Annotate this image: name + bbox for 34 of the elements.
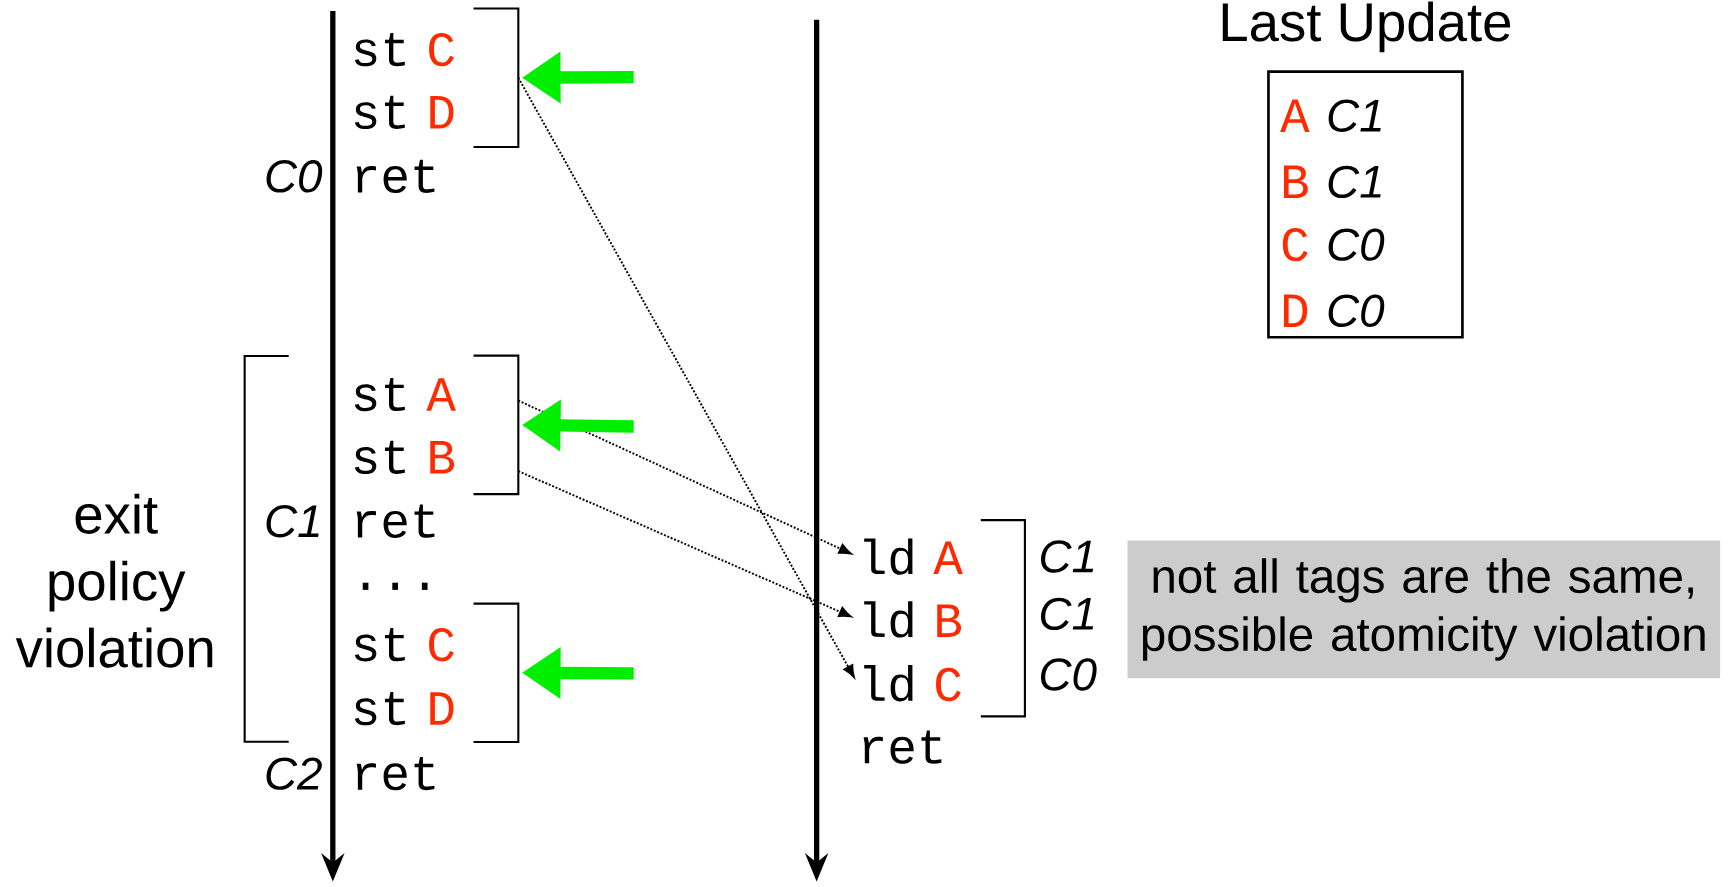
instruction-text: st B <box>354 440 455 474</box>
instruction-text: st C <box>354 627 454 662</box>
bracket <box>473 354 520 496</box>
instruction-text: ret <box>863 730 942 764</box>
tag-label: C0 <box>1328 294 1385 327</box>
instruction-text: st D <box>354 691 454 726</box>
variable-letter: A <box>1280 99 1310 132</box>
instruction-text: ld C <box>864 665 961 702</box>
bracket <box>473 602 520 744</box>
instruction-text: ... <box>362 582 428 590</box>
variable-letter: C <box>1282 227 1308 262</box>
tag-label: C0 <box>266 160 323 193</box>
instruction-text: ret <box>356 159 435 193</box>
instruction-text: ret <box>356 504 435 538</box>
tag-label: C1 <box>266 505 319 538</box>
annotation-text: exit policy violation <box>15 493 213 668</box>
tag-label: C1 <box>1328 165 1381 198</box>
node-label: Last Update <box>1222 1 1511 53</box>
bracket <box>473 7 520 148</box>
instruction-text: ld B <box>864 601 962 638</box>
instruction-text: st C <box>354 32 454 67</box>
tag-label: C1 <box>1328 99 1381 132</box>
instruction-text: ret <box>356 756 435 791</box>
arrow <box>517 399 852 555</box>
tag-label: C2 <box>266 757 322 790</box>
note-box: not all tags are the same, possible atomicity violation <box>1127 540 1721 679</box>
instruction-text: st D <box>354 95 454 129</box>
tag-label: C0 <box>1328 228 1385 261</box>
instruction-text: st A <box>354 377 456 412</box>
instruction-text: ld A <box>864 538 963 575</box>
tag-label: C0 <box>1041 658 1097 691</box>
variable-letter: B <box>1284 165 1308 198</box>
arrow <box>517 470 852 618</box>
variable-letter: D <box>1284 294 1308 327</box>
